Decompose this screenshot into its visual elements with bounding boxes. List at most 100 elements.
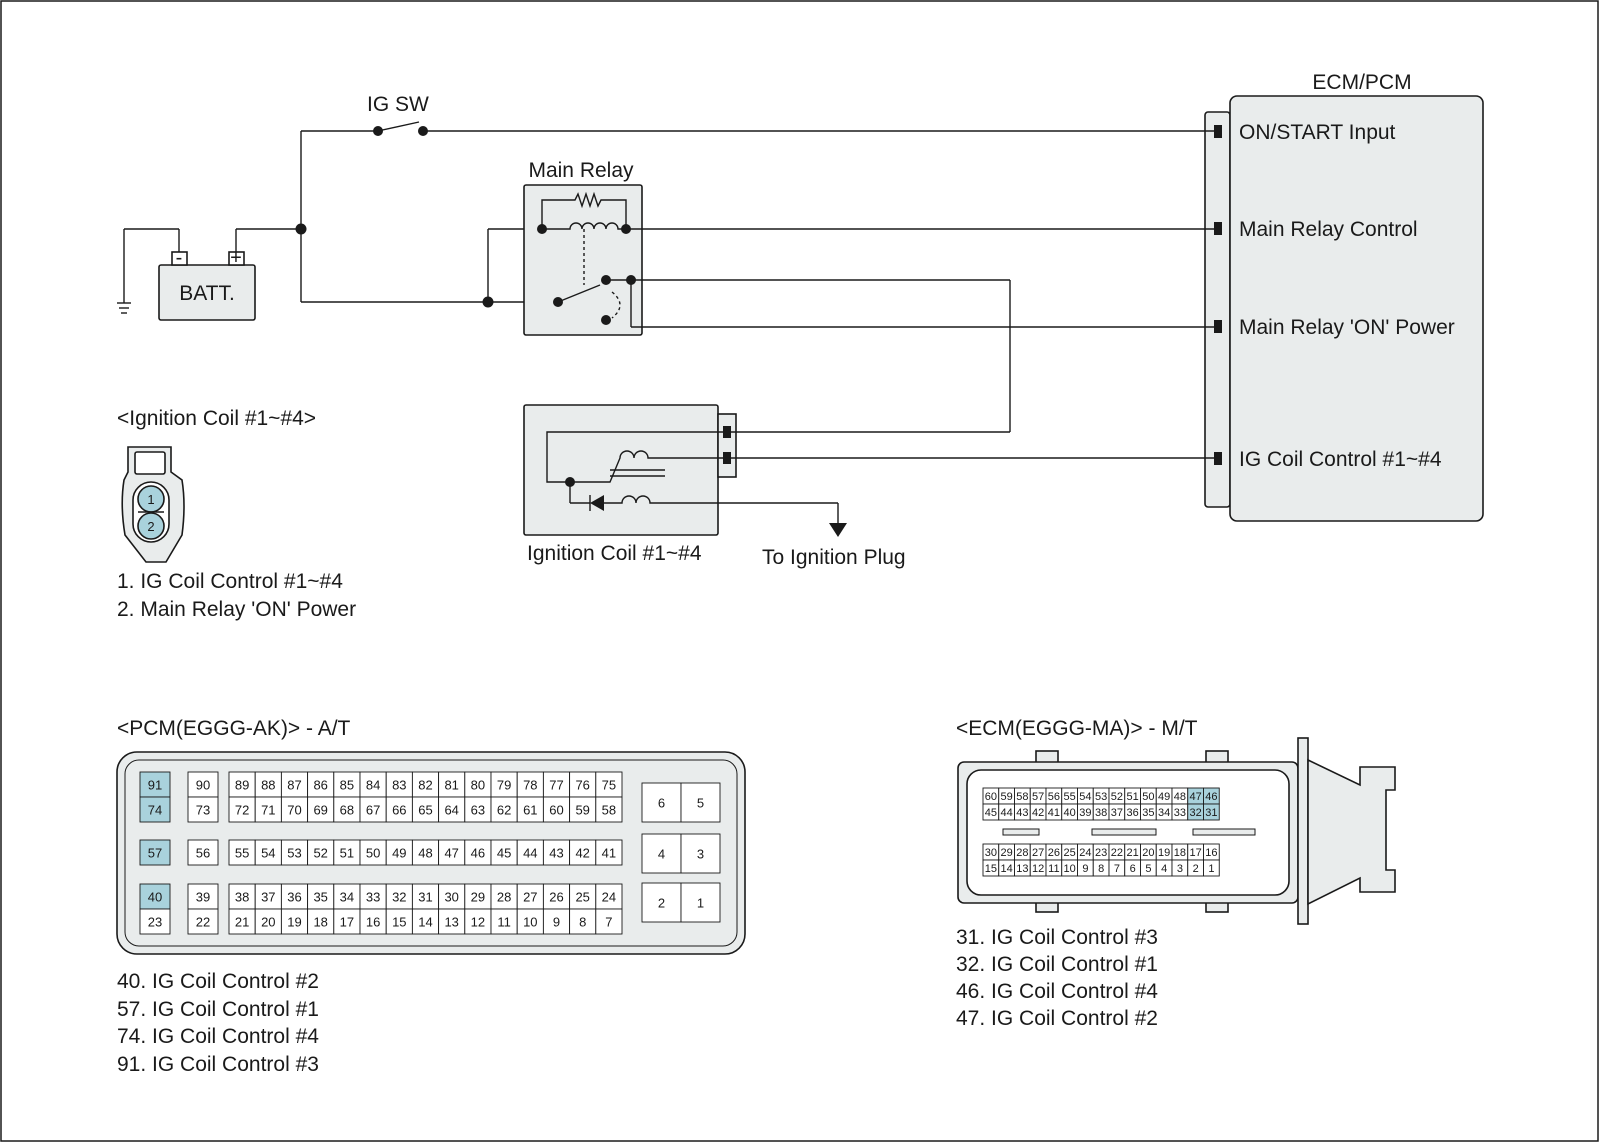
pin-cell-72: [228, 796, 256, 823]
pin-cell-41: [595, 839, 623, 866]
pin-label-22: 22: [1111, 847, 1123, 859]
pin-label-61: 61: [523, 803, 537, 818]
pin-label-13: 13: [444, 915, 458, 930]
pin-label-51: 51: [340, 846, 354, 861]
ecm-pin-ig-coil-control: IG Coil Control #1~#4: [1239, 448, 1442, 471]
pin-label-26: 26: [549, 890, 563, 905]
pin-label-48: 48: [418, 846, 432, 861]
pin-label-11: 11: [497, 915, 511, 930]
pin-label-49: 49: [1158, 791, 1170, 803]
ecm-pcm-block: ECM/PCM ON/START Input Main Relay Contro…: [1204, 71, 1484, 522]
pin-label-7: 7: [605, 915, 612, 930]
pin-label-41: 41: [602, 846, 616, 861]
pin-label-12: 12: [471, 915, 485, 930]
pin-cell-86: [307, 771, 335, 798]
pin-cell-44: [516, 839, 544, 866]
pin-label-37: 37: [261, 890, 275, 905]
pin-cell-76: [569, 771, 597, 798]
pin-label-50: 50: [366, 846, 380, 861]
pin-cell-79: [490, 771, 518, 798]
pcm-legend-74: 74. IG Coil Control #4: [117, 1025, 319, 1048]
pin-label-45: 45: [497, 846, 511, 861]
pin-label-14: 14: [418, 915, 432, 930]
pin-label-42: 42: [575, 846, 589, 861]
coil-legend-1: 1. IG Coil Control #1~#4: [117, 570, 343, 593]
pin-label-60: 60: [549, 803, 563, 818]
pcm-legend-40: 40. IG Coil Control #2: [117, 970, 319, 993]
pin-label-20: 20: [1142, 847, 1154, 859]
ecm-pin-main-relay-on-power: Main Relay 'ON' Power: [1239, 316, 1455, 339]
pin-label-30: 30: [444, 890, 458, 905]
pin-label-74: 74: [148, 803, 162, 818]
pin-label-17: 17: [340, 915, 354, 930]
pin-label-10: 10: [1064, 863, 1076, 875]
pin-label-27: 27: [523, 890, 537, 905]
pin-label-22: 22: [196, 915, 210, 930]
pin-label-30: 30: [985, 847, 997, 859]
pin-label-62: 62: [497, 803, 511, 818]
pin-label-57: 57: [148, 846, 162, 861]
pin-label-69: 69: [313, 803, 327, 818]
pin-cell-67: [359, 796, 387, 823]
pin-label-14: 14: [1001, 863, 1013, 875]
pin-label-75: 75: [602, 778, 616, 793]
pin-cell-63: [464, 796, 492, 823]
ecm-title: ECM/PCM: [1312, 71, 1411, 94]
pin-label-28: 28: [497, 890, 511, 905]
pin-label-23: 23: [1095, 847, 1107, 859]
pin-label-32: 32: [392, 890, 406, 905]
pin-label-3: 3: [697, 847, 704, 862]
pin-cell-40: [139, 883, 171, 910]
pin-label-41: 41: [1048, 807, 1060, 819]
coil-legend-2: 2. Main Relay 'ON' Power: [117, 598, 356, 621]
pin-label-43: 43: [1016, 807, 1028, 819]
pin-label-28: 28: [1016, 847, 1028, 859]
pin-cell-50: [359, 839, 387, 866]
pin-label-55: 55: [1064, 791, 1076, 803]
pin-cell-73: [187, 796, 219, 823]
pin-cell-25: [569, 883, 597, 910]
pin-label-24: 24: [602, 890, 616, 905]
pin-label-90: 90: [196, 778, 210, 793]
pin-label-3: 3: [1177, 863, 1183, 875]
pin-cell-84: [359, 771, 387, 798]
pin-label-57: 57: [1032, 791, 1044, 803]
pin-label-87: 87: [287, 778, 301, 793]
pin-cell-1: [680, 882, 721, 923]
pin-label-89: 89: [235, 778, 249, 793]
pin-label-5: 5: [697, 796, 704, 811]
pin-cell-18: [307, 908, 335, 935]
pin-label-56: 56: [1048, 791, 1060, 803]
pin-label-58: 58: [1016, 791, 1028, 803]
pin-label-51: 51: [1127, 791, 1139, 803]
ignition-coil-assembly: Ignition Coil #1~#4 To Ignition Plug: [523, 404, 1214, 569]
pin-cell-43: [542, 839, 571, 866]
pin-cell-74: [139, 796, 171, 823]
pin-label-42: 42: [1032, 807, 1044, 819]
pin-label-50: 50: [1142, 791, 1154, 803]
pin-label-52: 52: [1111, 791, 1123, 803]
pin-cell-56: [187, 839, 219, 866]
pin-label-72: 72: [235, 803, 249, 818]
ecm-legend-31: 31. IG Coil Control #3: [956, 926, 1158, 949]
pin-label-82: 82: [418, 778, 432, 793]
pin-label-40: 40: [148, 890, 162, 905]
pin-label-55: 55: [235, 846, 249, 861]
pin-label-2: 2: [658, 896, 665, 911]
pin-label-46: 46: [471, 846, 485, 861]
pin-cell-91: [139, 771, 171, 798]
pin-cell-75: [595, 771, 623, 798]
pin-label-47: 47: [1190, 791, 1202, 803]
pin-label-4: 4: [1161, 863, 1167, 875]
pin-cell-16: [359, 908, 387, 935]
pin-cell-6: [641, 782, 682, 823]
pin-label-84: 84: [366, 778, 380, 793]
pin-label-9: 9: [1082, 863, 1088, 875]
pin-cell-24: [595, 883, 623, 910]
pin-label-64: 64: [444, 803, 458, 818]
pin-cell-89: [228, 771, 256, 798]
pin-cell-29: [464, 883, 492, 910]
pin-label-45: 45: [985, 807, 997, 819]
pin-label-21: 21: [1127, 847, 1139, 859]
